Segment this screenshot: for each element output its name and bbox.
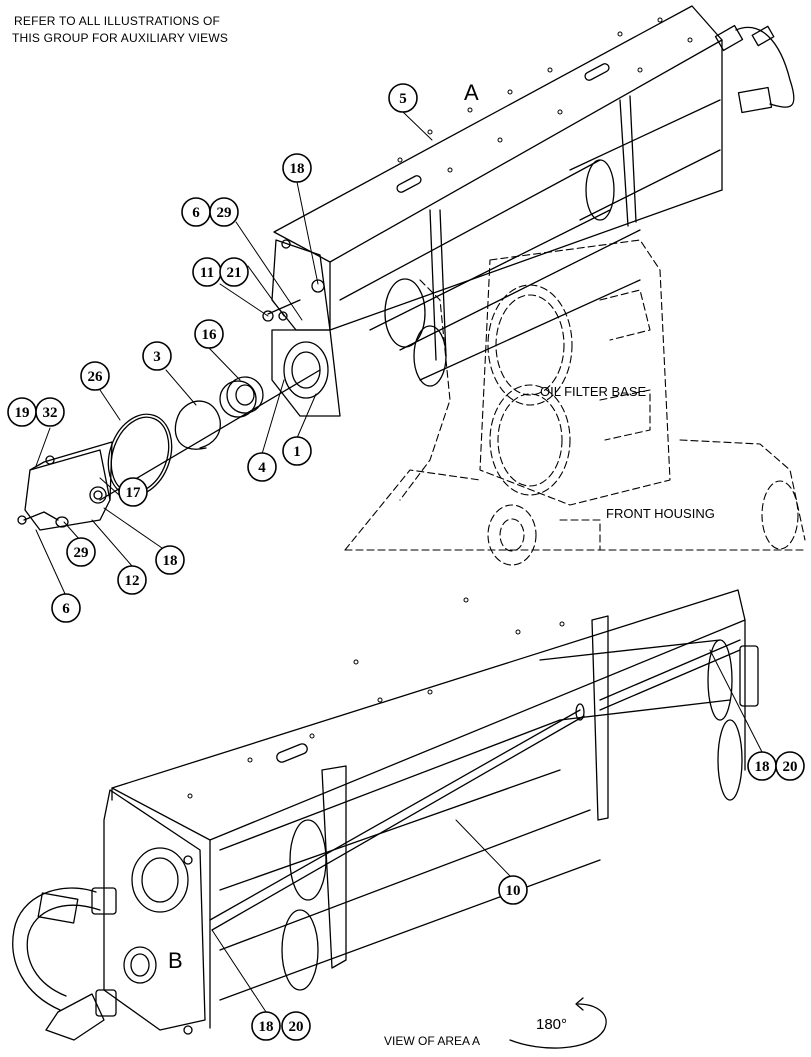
top-tube bbox=[735, 26, 795, 108]
exploded-parts bbox=[17, 299, 321, 531]
end-cap bbox=[271, 239, 331, 331]
callout-c18b: 18 bbox=[155, 545, 185, 575]
end-plate bbox=[271, 329, 341, 417]
callout-number: 32 bbox=[43, 405, 58, 421]
callout-number: 1 bbox=[293, 444, 301, 460]
callout-c19: 19 bbox=[7, 397, 37, 427]
callout-c6a: 6 bbox=[181, 197, 211, 227]
cooler-cylinders bbox=[339, 99, 721, 387]
note-line-2: THIS GROUP FOR AUXILIARY VIEWS bbox=[12, 31, 229, 45]
end-plate-opening bbox=[283, 341, 329, 399]
callout-bubbles: 5 18 6 29 11 21 16 3 26 19 32 4 1 17 18 12 29 6 18 20 10 18 20 bbox=[7, 83, 805, 1041]
callout-c29a: 29 bbox=[209, 197, 239, 227]
callout-number: 3 bbox=[153, 349, 161, 365]
callout-number: 18 bbox=[259, 1019, 274, 1035]
end-cap-b-opening bbox=[131, 847, 189, 913]
callout-number: 18 bbox=[755, 759, 770, 775]
callout-number: 4 bbox=[258, 460, 266, 476]
callout-c4: 4 bbox=[247, 452, 277, 482]
cover-17 bbox=[24, 449, 111, 531]
callout-c5: 5 bbox=[388, 83, 418, 113]
view-b-label: B bbox=[168, 948, 183, 973]
callout-number: 18 bbox=[290, 161, 305, 177]
callout-c26: 26 bbox=[80, 361, 110, 391]
callout-number: 12 bbox=[125, 573, 140, 589]
rotation-arrow bbox=[509, 1003, 607, 1049]
callout-c17: 17 bbox=[118, 477, 148, 507]
snap-ring-3 bbox=[174, 400, 221, 450]
callout-number: 5 bbox=[399, 91, 407, 107]
oil-filter-base-label: OIL FILTER BASE bbox=[540, 384, 647, 399]
bolt-6 bbox=[23, 511, 59, 521]
callout-number: 6 bbox=[192, 205, 200, 221]
callout-c3: 3 bbox=[142, 341, 172, 371]
callout-number: 29 bbox=[217, 205, 232, 221]
slot bbox=[396, 175, 422, 193]
callout-c32: 32 bbox=[35, 397, 65, 427]
oil-filter-base bbox=[399, 239, 671, 506]
end-cap-b bbox=[103, 789, 206, 1031]
bottom-cooler-assembly bbox=[12, 589, 759, 1041]
callout-c18c: 18 bbox=[747, 751, 777, 781]
callout-number: 20 bbox=[783, 759, 798, 775]
callout-c10: 10 bbox=[498, 875, 528, 905]
callout-c16: 16 bbox=[194, 319, 224, 349]
plate-holes bbox=[187, 597, 565, 799]
callout-c18a: 18 bbox=[282, 153, 312, 183]
front-housing-label: FRONT HOUSING bbox=[606, 506, 715, 521]
note-line-1: REFER TO ALL ILLUSTRATIONS OF bbox=[14, 14, 221, 28]
top-housing-plate bbox=[273, 5, 723, 263]
callout-c11: 11 bbox=[192, 257, 222, 287]
front-housing bbox=[344, 439, 806, 566]
slot bbox=[276, 743, 308, 763]
leader-lines-top bbox=[35, 111, 433, 597]
tie-rod-10 bbox=[209, 709, 581, 921]
callout-number: 21 bbox=[227, 265, 242, 281]
view-a-label: A bbox=[464, 80, 479, 105]
callout-number: 17 bbox=[126, 485, 142, 501]
callout-number: 29 bbox=[74, 545, 89, 561]
seal-16 bbox=[226, 376, 264, 414]
bottom-cylinders bbox=[219, 639, 743, 1001]
callout-number: 6 bbox=[62, 601, 70, 617]
callout-number: 10 bbox=[506, 883, 521, 899]
plate-holes bbox=[397, 17, 693, 173]
callout-c20a: 20 bbox=[775, 751, 805, 781]
callout-number: 26 bbox=[88, 369, 104, 385]
callout-c29b: 29 bbox=[66, 537, 96, 567]
callout-number: 11 bbox=[200, 265, 214, 281]
callout-c6b: 6 bbox=[51, 593, 81, 623]
callout-c20b: 20 bbox=[281, 1011, 311, 1041]
bottom-housing-plate bbox=[111, 589, 746, 841]
callout-number: 18 bbox=[163, 553, 178, 569]
slot bbox=[584, 63, 610, 81]
top-cooler-assembly bbox=[271, 5, 795, 417]
callout-number: 16 bbox=[202, 327, 218, 343]
callout-c12: 12 bbox=[117, 565, 147, 595]
bottom-tube bbox=[12, 887, 97, 1011]
end-cap-b-port bbox=[123, 946, 157, 984]
view-of-area-label: VIEW OF AREA A bbox=[384, 1034, 481, 1048]
callout-c1: 1 bbox=[282, 436, 312, 466]
rotation-label: 180° bbox=[536, 1016, 568, 1033]
callout-number: 20 bbox=[289, 1019, 304, 1035]
callout-c18d: 18 bbox=[251, 1011, 281, 1041]
callout-number: 19 bbox=[15, 405, 30, 421]
callout-c21: 21 bbox=[219, 257, 249, 287]
leader-lines-bottom bbox=[211, 649, 763, 1013]
